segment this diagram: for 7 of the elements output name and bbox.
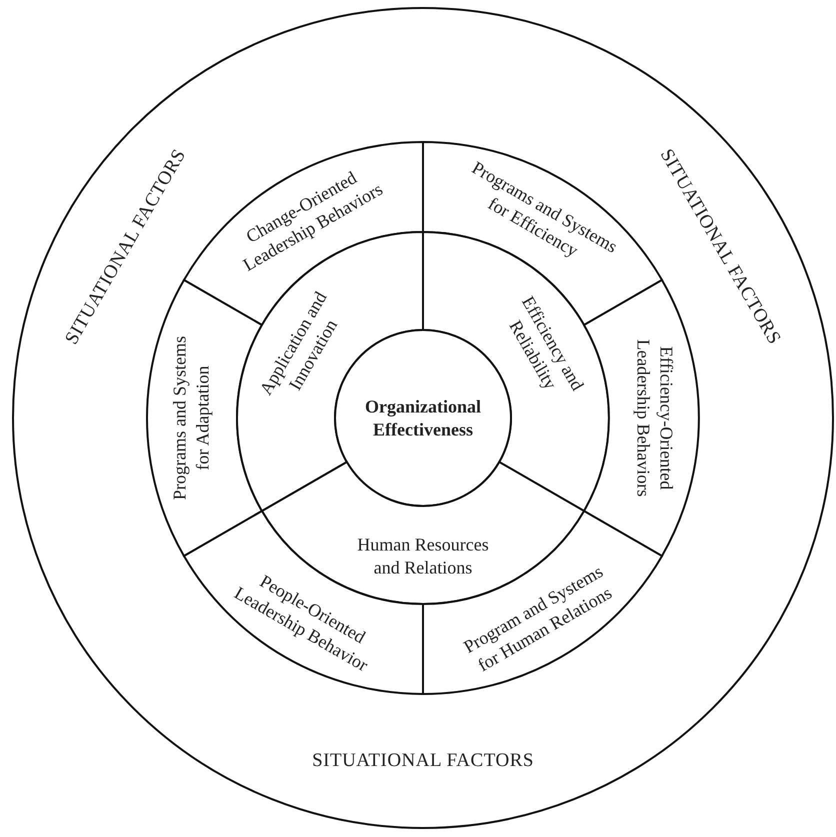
center-label: Organizational Effectiveness	[364, 396, 482, 440]
ring-segment	[583, 279, 700, 557]
ring-label: SITUATIONAL FACTORS	[312, 749, 534, 773]
segment-label: Programs and Systems for Adaptation	[168, 335, 214, 502]
outer-circle	[13, 8, 833, 828]
segment-label: Efficiency-Oriented Leadership Behaviors	[632, 338, 678, 499]
ring-segment	[146, 279, 263, 557]
